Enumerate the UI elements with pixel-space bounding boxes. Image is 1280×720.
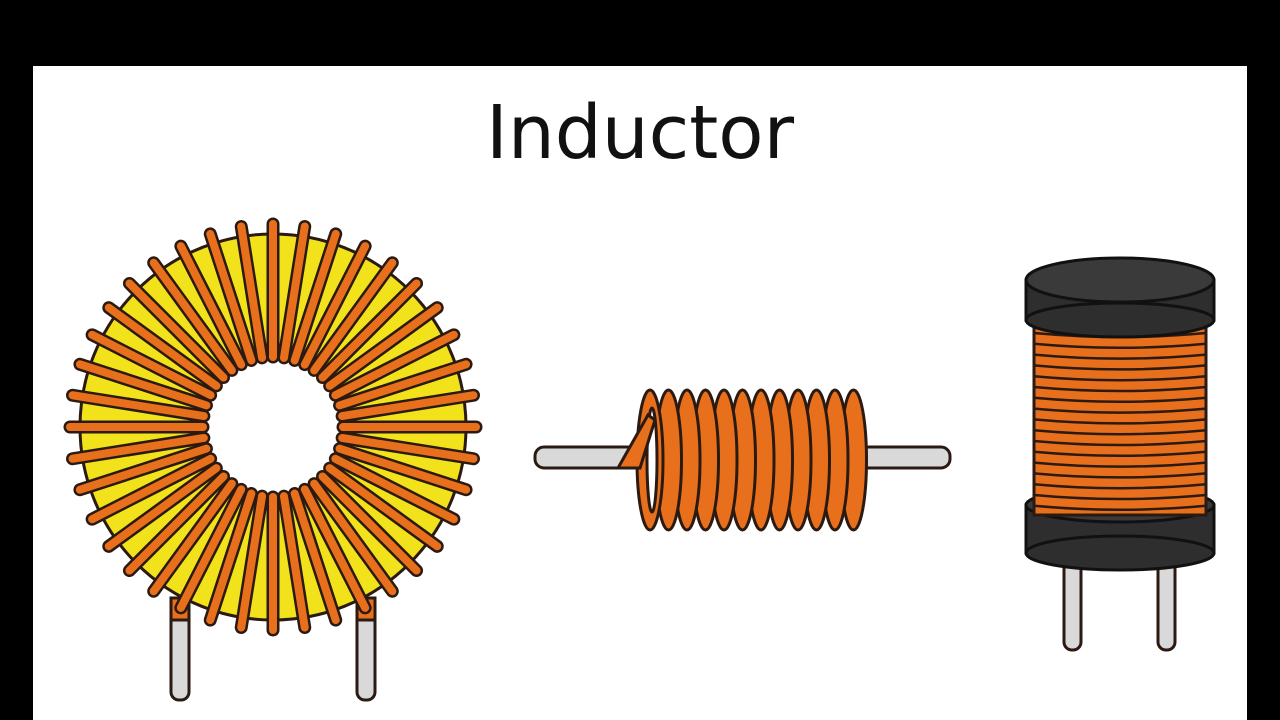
toroid-winding	[104, 464, 221, 551]
drum-winding-turn	[1033, 396, 1207, 404]
drum-winding-turn	[1033, 504, 1207, 512]
drum-winding-turn	[1033, 385, 1207, 393]
toroid-winding	[75, 444, 211, 494]
toroid-winding	[176, 485, 246, 612]
toroid-winding	[310, 479, 397, 596]
toroid-winding	[88, 330, 215, 400]
drum-core-inductor	[1024, 256, 1216, 652]
toroid-winding	[149, 479, 236, 596]
toroid-winding	[290, 229, 340, 365]
toroid-winding	[310, 258, 397, 375]
toroid-winding	[325, 464, 442, 551]
toroid-winding	[279, 492, 309, 632]
toroid-winding	[237, 222, 267, 362]
drum-winding-turn	[1033, 493, 1207, 501]
toroid-winding	[68, 391, 208, 421]
toroid-winding	[318, 472, 421, 575]
coil-lead-right	[858, 445, 952, 470]
toroid-winding	[335, 360, 471, 410]
drum-winding-turn	[1033, 342, 1207, 350]
drum-winding-turn	[1033, 428, 1207, 436]
coil-turns	[635, 388, 868, 532]
toroid-winding	[300, 485, 370, 612]
drum-winding-turn	[1033, 439, 1207, 447]
toroid-winding	[335, 444, 471, 494]
toroid-winding	[325, 303, 442, 390]
air-core-coil	[533, 388, 952, 532]
toroid-winding	[206, 229, 256, 365]
toroid-winding	[279, 222, 309, 362]
drum-winding-turn	[1033, 374, 1207, 382]
toroid-winding	[331, 454, 458, 524]
toroid-winding	[338, 433, 478, 463]
drum-winding-turn	[1033, 418, 1207, 425]
drum-winding-turn	[1033, 364, 1207, 371]
toroid-winding	[318, 279, 421, 382]
toroid-winding	[125, 472, 228, 575]
toroid-winding	[75, 360, 211, 410]
drum-winding-turn	[1033, 407, 1207, 414]
drum-top-cap	[1024, 256, 1216, 339]
toroid-winding	[68, 433, 208, 463]
toroid-winding	[290, 489, 340, 625]
drum-winding-turn	[1033, 461, 1207, 468]
toroid-winding	[104, 303, 221, 390]
drum-winding-turn	[1033, 472, 1207, 479]
drum-winding-turn	[1033, 353, 1207, 360]
toroid-winding	[331, 330, 458, 400]
page-title: Inductor	[486, 90, 794, 176]
drum-lead-left	[1062, 558, 1083, 652]
drum-lead-right	[1156, 558, 1177, 652]
coil-lead-bend	[615, 412, 657, 470]
toroid-windings	[63, 217, 483, 637]
toroid-winding	[125, 279, 228, 382]
toroid-winding	[338, 391, 478, 421]
toroid-winding	[149, 258, 236, 375]
toroid-winding	[88, 454, 215, 524]
drum-winding-turn	[1033, 450, 1207, 458]
drum-winding-turn	[1033, 482, 1207, 490]
toroid-winding	[176, 242, 246, 369]
toroid-winding	[206, 489, 256, 625]
toroidal-inductor	[63, 217, 483, 702]
toroid-winding	[237, 492, 267, 632]
toroid-winding	[300, 242, 370, 369]
